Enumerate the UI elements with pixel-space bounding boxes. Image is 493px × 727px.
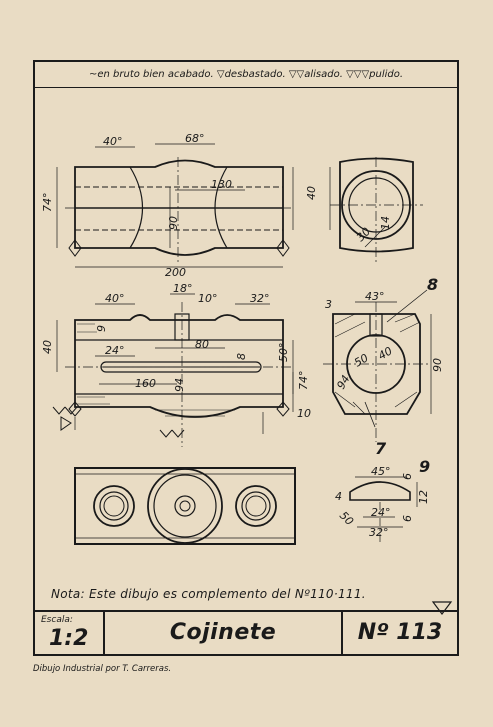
part-marks: 8 9 7: [375, 275, 438, 476]
dimension-label: 40: [41, 340, 54, 354]
drawing-number: Nº 113: [357, 620, 443, 645]
dimension-label: 200: [165, 266, 186, 279]
dimension-label: 14: [379, 216, 392, 230]
scale-label: Escala:: [41, 615, 73, 625]
drawing-note: Nota: Este dibujo es complemento del Nº1…: [51, 587, 366, 601]
dimension-label: 24°: [105, 344, 125, 357]
dimension-label: 43°: [365, 290, 385, 303]
dimension-label: 90: [167, 216, 180, 230]
scale-value: 1:2: [49, 626, 89, 651]
dimension-label: 6: [401, 515, 414, 522]
title-cell: Cojinete: [105, 612, 343, 654]
plan-view: [74, 467, 296, 545]
part-mark-9: 9: [419, 457, 430, 476]
dimension-label: 130: [211, 178, 232, 191]
dimension-label: 10°: [198, 292, 218, 305]
dimension-label: 9: [95, 325, 108, 332]
dimension-label: 12: [417, 490, 430, 504]
dimension-label: 8: [235, 353, 248, 360]
dimension-label: 160: [135, 377, 156, 390]
front-elevation-view: [56, 143, 294, 268]
dimension-label: 32°: [369, 526, 389, 539]
dimension-label: 50°: [277, 343, 290, 363]
dimension-label: 94: [334, 373, 352, 392]
dimension-labels: 40° 68° 74° 130 90 200 40 14 30 18° 10° …: [41, 132, 444, 539]
drawing-frame: ~en bruto bien acabado. ▽desbastado. ▽▽a…: [33, 60, 459, 656]
dimension-label: 3: [325, 298, 332, 311]
dimension-label: 6: [401, 473, 414, 480]
dimension-label: 74°: [41, 193, 54, 213]
credit-line: Dibujo Industrial por T. Carreras.: [33, 664, 172, 674]
dimension-label: 50: [352, 351, 371, 369]
dimension-label: 90: [431, 358, 444, 372]
dimension-label: 68°: [185, 132, 205, 145]
dimension-label: 4: [335, 490, 342, 503]
part-mark-7: 7: [375, 439, 387, 458]
drawing-title: Cojinete: [169, 620, 277, 645]
part-mark-8: 8: [427, 275, 438, 294]
dimension-label: 30: [354, 225, 373, 244]
side-elevation-view: [329, 157, 423, 262]
dimension-label: 50: [337, 509, 356, 528]
dimension-label: 74°: [297, 371, 310, 391]
dimension-label: 32°: [250, 292, 270, 305]
scale-cell: Escala: 1:2: [35, 612, 105, 654]
technical-drawing: 40° 68° 74° 130 90 200 40 14 30 18° 10° …: [41, 132, 453, 615]
dimension-label: 10: [297, 407, 311, 420]
dimension-label: 18°: [173, 282, 193, 295]
surface-finish-legend: ~en bruto bien acabado. ▽desbastado. ▽▽a…: [35, 62, 457, 88]
number-cell: Nº 113: [343, 612, 457, 654]
title-block: Escala: 1:2 Cojinete Nº 113: [35, 610, 457, 654]
transverse-section-view: [323, 289, 432, 442]
dimension-label: 45°: [371, 465, 391, 478]
longitudinal-section-view: [52, 293, 294, 447]
dimension-label: 24°: [371, 506, 391, 519]
dimension-label: 40°: [103, 135, 123, 148]
dimension-label: 40: [376, 344, 395, 362]
dimension-label: 40: [305, 186, 318, 200]
dimension-label: 80: [195, 338, 209, 351]
maker-logo: [431, 601, 453, 615]
dimension-label: 94: [173, 378, 186, 392]
detail-cap-view: [349, 476, 418, 542]
dimension-label: 40°: [105, 292, 125, 305]
